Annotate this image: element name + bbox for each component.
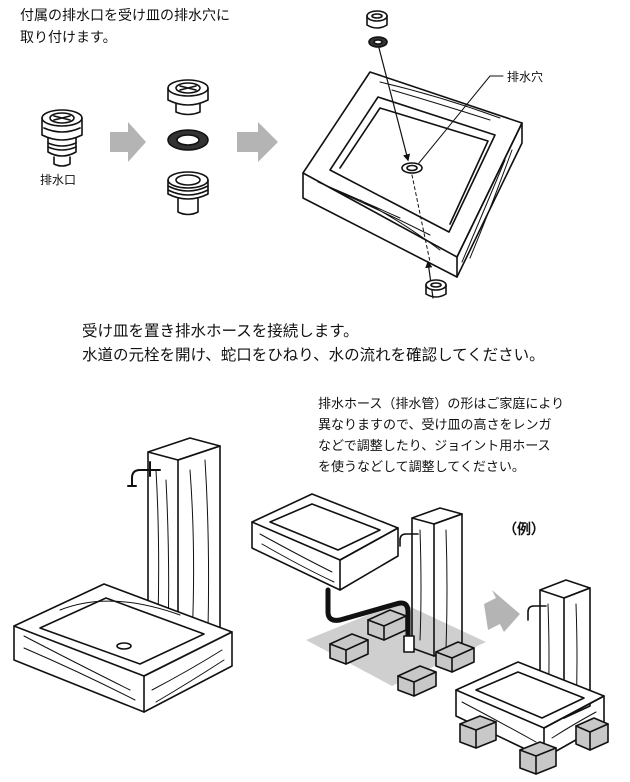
drain-flange-icon [167, 79, 209, 116]
arrow-right-icon [237, 122, 278, 162]
arrow-right-icon [484, 590, 520, 632]
drain-nut-icon [425, 279, 447, 298]
brick [397, 665, 437, 697]
brick [459, 715, 497, 749]
drain-outlet-icon [41, 109, 83, 167]
arrow-right-icon [110, 122, 146, 162]
example-label: （例） [503, 522, 545, 538]
brick [575, 717, 609, 751]
drain-outlet-label: 排水口 [40, 173, 77, 187]
brick [329, 633, 369, 665]
brick [367, 609, 407, 641]
hose [325, 587, 411, 639]
drain-flange-icon [366, 10, 388, 29]
note-line1: 排水ホース（排水管）の形はご家庭により [318, 397, 565, 412]
brick [519, 741, 557, 775]
drain-hole-label: 排水穴 [507, 70, 544, 84]
step1-line2: 取り付けます。 [20, 30, 117, 46]
step1-line1: 付属の排水口を受け皿の排水穴に [20, 8, 230, 24]
note-line2: 異なりますので、受け皿の高さをレンガ [318, 418, 552, 433]
gasket-icon [167, 129, 209, 151]
note-line3: などで調整したり、ジョイント用ホース [318, 439, 551, 454]
note-line4: を使うなどして調整してください。 [318, 460, 525, 475]
step2-line2: 水道の元栓を開け、蛇口をひねり、水の流れを確認してください。 [82, 346, 545, 364]
drain-nut-icon [167, 171, 209, 216]
tray-top-view [302, 47, 523, 299]
brick [435, 641, 475, 673]
tray-large [13, 583, 233, 713]
shadow-area [306, 602, 486, 686]
gasket-icon [368, 36, 388, 48]
step2-line1: 受け皿を置き排水ホースを接続します。 [82, 322, 359, 340]
tray-lifted [251, 493, 399, 591]
drain-pipe-stub [403, 635, 415, 653]
